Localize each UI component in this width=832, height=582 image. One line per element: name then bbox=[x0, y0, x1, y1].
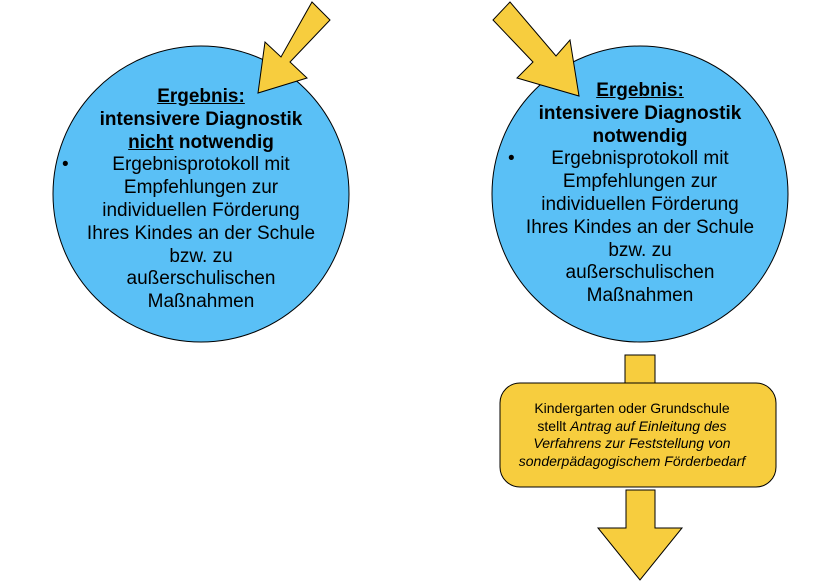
right-circle-text: Ergebnis: intensivere Diagnostik notwend… bbox=[511, 80, 769, 308]
left-body-line-2: Empfehlungen zur bbox=[123, 177, 279, 199]
left-result-circle bbox=[52, 45, 350, 343]
right-body-line-3: individuellen Förderung bbox=[541, 193, 739, 215]
connector-stub bbox=[624, 354, 656, 386]
application-box bbox=[499, 382, 777, 488]
right-body-line-6: außerschulischen bbox=[565, 262, 715, 284]
left-body-line-3: individuellen Förderung bbox=[102, 199, 300, 221]
left-heading-underlined-word: nicht bbox=[128, 131, 174, 153]
top-left-arrow bbox=[257, 1, 331, 94]
left-heading-line2: intensivere Diagnostik bbox=[99, 108, 303, 130]
top-right-arrow bbox=[492, 1, 580, 97]
right-heading-label: Ergebnis: bbox=[596, 80, 684, 101]
right-body-line-5: bzw. zu bbox=[608, 239, 672, 261]
right-bullet: • bbox=[508, 148, 515, 169]
left-body-line-6: außerschulischen bbox=[126, 268, 276, 290]
right-heading-line3: notwendig bbox=[592, 125, 688, 147]
left-body-line-5: bzw. zu bbox=[169, 245, 233, 267]
left-heading-rest: notwendig bbox=[173, 131, 274, 153]
left-body-line-1: Ergebnisprotokoll mit bbox=[112, 154, 290, 176]
right-heading: Ergebnis: intensivere Diagnostik notwend… bbox=[511, 80, 769, 148]
right-body-line-1: Ergebnisprotokoll mit bbox=[551, 148, 729, 170]
left-heading-label: Ergebnis: bbox=[157, 86, 245, 107]
box-line-3-italic: Verfahrens zur Feststellung von bbox=[533, 435, 731, 451]
left-body-line-7: Maßnahmen bbox=[147, 291, 255, 313]
box-line-2-normal: stellt bbox=[537, 417, 571, 434]
left-heading: Ergebnis: intensivere Diagnostik nicht n… bbox=[72, 86, 330, 154]
box-line-2-italic: Antrag auf Einleitung des bbox=[570, 417, 727, 434]
left-circle-text: Ergebnis: intensivere Diagnostik nicht n… bbox=[72, 86, 330, 314]
right-result-circle bbox=[491, 45, 789, 343]
box-line-1: Kindergarten oder Grundschule bbox=[534, 400, 730, 416]
box-line-4-italic: sonderpädagogischem Förderbedarf bbox=[518, 452, 746, 469]
right-heading-line2: intensivere Diagnostik bbox=[538, 102, 742, 124]
bottom-down-arrow bbox=[596, 489, 684, 581]
left-bullet: • bbox=[62, 154, 69, 175]
right-body-line-7: Maßnahmen bbox=[586, 285, 694, 307]
right-body-line-2: Empfehlungen zur bbox=[562, 171, 718, 193]
right-body-line-4: Ihres Kindes an der Schule bbox=[525, 216, 755, 238]
application-box-text: Kindergarten oder Grundschule stellt Ant… bbox=[506, 400, 758, 470]
left-body-line-4: Ihres Kindes an der Schule bbox=[86, 222, 316, 244]
